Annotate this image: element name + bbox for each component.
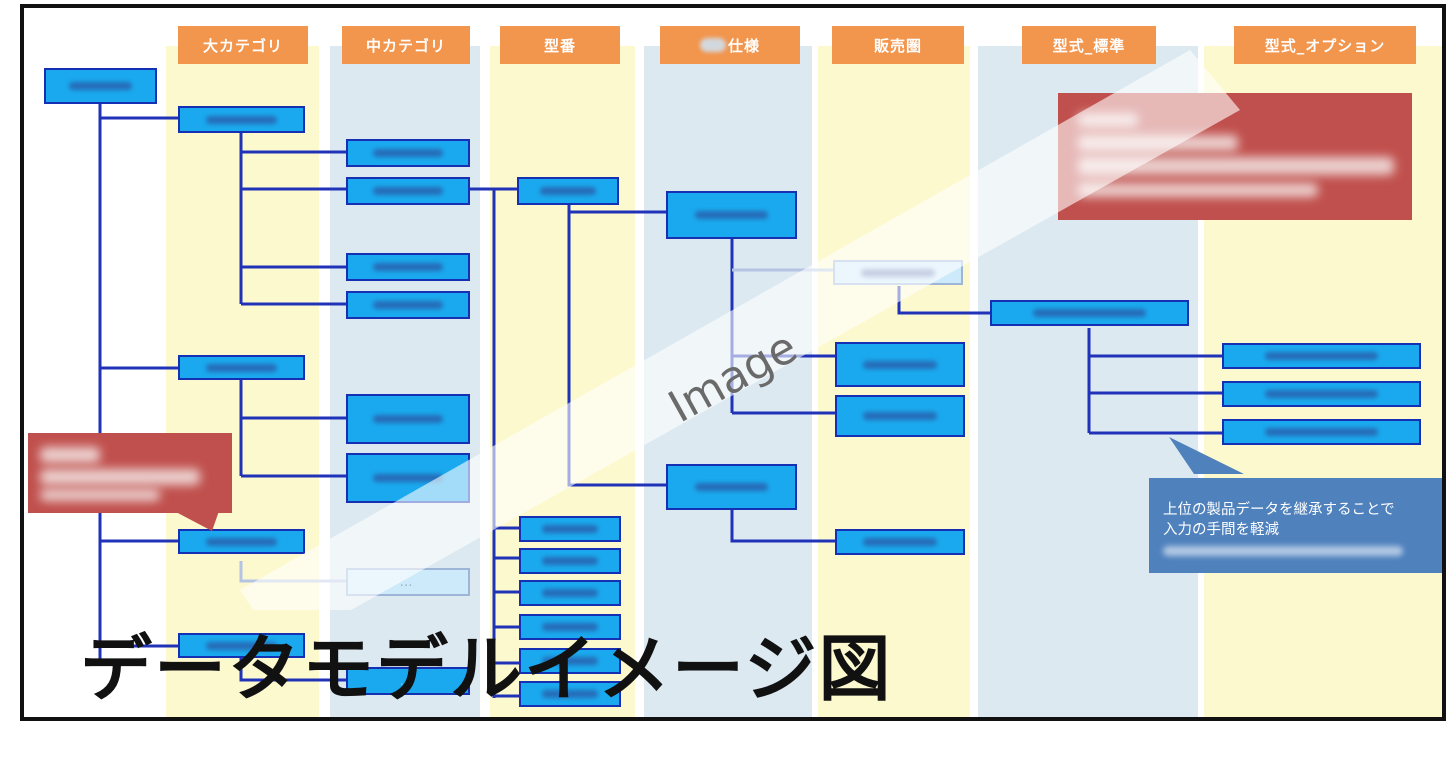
redacted-text	[541, 557, 599, 565]
model-number-node	[519, 548, 621, 574]
redacted-text	[373, 301, 443, 309]
column-header-mid-category: 中カテゴリ	[342, 26, 470, 64]
redacted-text	[373, 187, 443, 195]
redacted-text	[1264, 428, 1379, 436]
type-option-node	[1222, 343, 1421, 369]
redacted-text	[373, 474, 443, 482]
info-bubble: 上位の製品データを継承することで 入力の手間を軽減	[1149, 478, 1442, 573]
column-header-sales-area: 販売圏	[832, 26, 964, 64]
column-header-label: 大カテゴリ	[202, 36, 283, 55]
spec-node	[666, 191, 797, 239]
column-header-model-number: 型番	[500, 26, 620, 64]
bubble-line-2: 入力の手間を軽減	[1163, 522, 1279, 538]
redacted-text	[539, 187, 597, 195]
column-header-type-standard: 型式_標準	[1022, 26, 1156, 64]
column-header-spec: 仕様	[660, 26, 800, 64]
column-header-label: 販売圏	[873, 36, 922, 55]
mid-category-node	[346, 394, 470, 444]
redacted-text	[1264, 352, 1379, 360]
redacted-text	[205, 363, 278, 372]
spec-node	[666, 464, 797, 510]
redacted-text	[863, 360, 937, 369]
large-category-node	[178, 106, 305, 133]
model-number-node	[517, 177, 619, 205]
redacted-text	[541, 525, 599, 533]
redacted-text	[863, 412, 937, 420]
sales-area-node	[835, 395, 965, 437]
model-number-node	[519, 681, 621, 707]
redacted-text	[40, 447, 100, 463]
model-number-node	[519, 580, 621, 606]
redacted-text	[541, 657, 599, 665]
redacted-text	[205, 537, 278, 546]
redacted-text	[1078, 183, 1318, 197]
root-node	[44, 68, 157, 104]
mid-category-node	[346, 177, 470, 205]
redacted-text	[40, 469, 200, 485]
mid-category-node	[346, 291, 470, 319]
column-header-label: 型式_標準	[1052, 36, 1126, 55]
redacted-text	[68, 82, 133, 90]
ellipsis-icon: …	[399, 673, 417, 689]
column-header-type-option: 型式_オプション	[1234, 26, 1416, 64]
column-header-label: 型番	[543, 36, 576, 55]
column-header-label: 中カテゴリ	[365, 36, 446, 55]
bubble-line-1: 上位の製品データを継承することで	[1163, 502, 1395, 518]
redacted-text	[373, 415, 443, 423]
redacted-text	[1163, 546, 1403, 556]
redacted-text	[541, 589, 599, 597]
mid-category-node	[346, 253, 470, 281]
large-category-node	[178, 633, 305, 658]
callout-left	[28, 433, 232, 513]
redacted-text	[541, 623, 599, 631]
redacted-text	[373, 149, 443, 157]
mid-category-node: …	[346, 667, 470, 695]
sales-area-node	[835, 529, 965, 555]
sales-area-node	[835, 342, 965, 387]
redacted-text	[694, 211, 769, 219]
model-number-node	[519, 614, 621, 640]
redacted-text	[1078, 157, 1394, 175]
redacted-text	[694, 483, 769, 491]
model-number-node	[519, 648, 621, 674]
redacted-text	[1032, 309, 1147, 317]
redacted-text	[205, 641, 278, 650]
model-number-node	[519, 516, 621, 542]
callout-pointer	[174, 437, 1244, 531]
redacted-text	[205, 115, 278, 124]
redacted-text	[699, 38, 726, 52]
mid-category-node	[346, 139, 470, 167]
page-title: データモデルイメージ図	[80, 627, 893, 711]
diagram-frame: 大カテゴリ 中カテゴリ 型番 仕様 販売圏 型式_標準 型式_オプション	[20, 4, 1446, 721]
large-category-node	[178, 355, 305, 380]
column-header-label: 型式_オプション	[1264, 36, 1386, 55]
type-option-node	[1222, 381, 1421, 407]
column-header-large-category: 大カテゴリ	[178, 26, 308, 64]
redacted-text	[40, 489, 160, 501]
redacted-text	[863, 538, 937, 546]
redacted-text	[541, 690, 599, 698]
large-category-node	[178, 529, 305, 554]
column-header-label: 仕様	[727, 36, 760, 55]
type-standard-node	[990, 300, 1189, 326]
redacted-text	[373, 263, 443, 271]
type-option-node	[1222, 419, 1421, 445]
redacted-text	[1264, 390, 1379, 398]
image-watermark: Image	[240, 50, 1240, 610]
